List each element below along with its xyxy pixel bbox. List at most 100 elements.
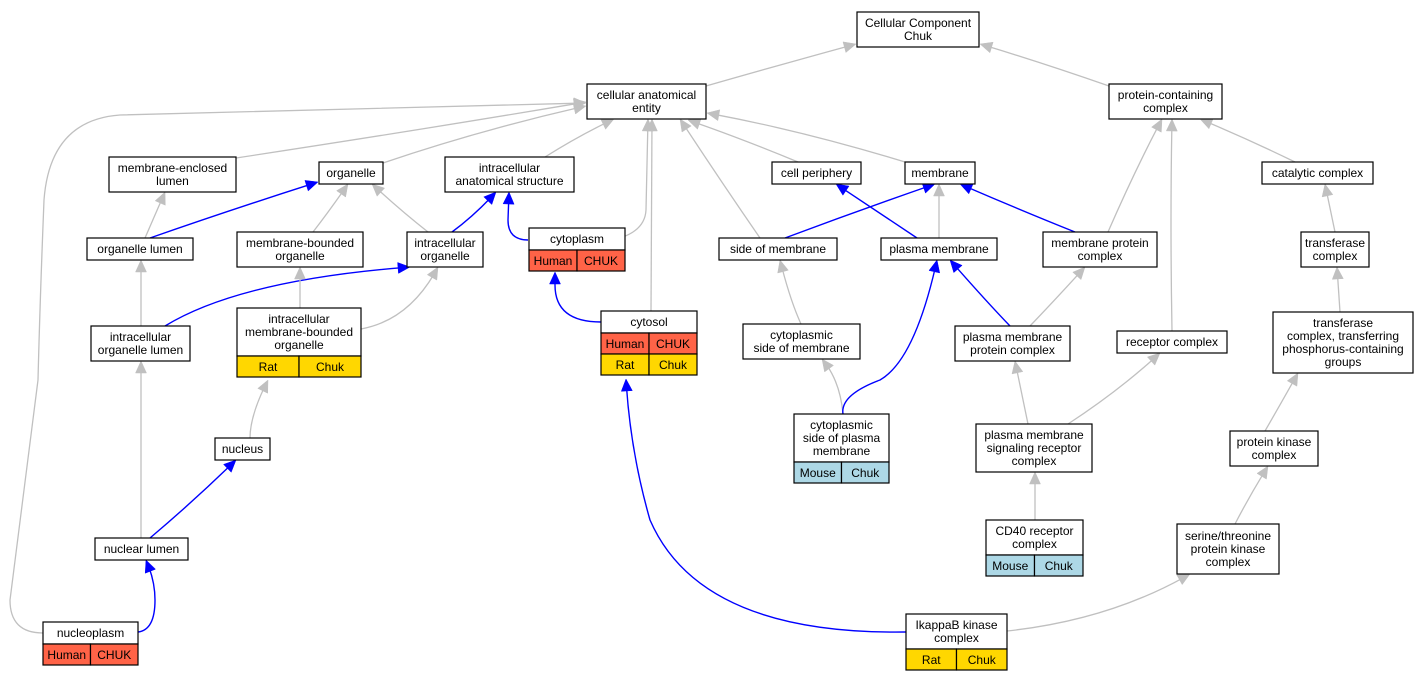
edge-csopm-to-csom — [821, 358, 844, 415]
node-som[interactable]: side of membrane — [718, 237, 838, 261]
edge-catc-to-pcc — [1199, 118, 1296, 163]
arrowhead — [154, 191, 166, 206]
node-label-line: intracellular — [414, 236, 475, 250]
node-box — [1116, 330, 1228, 354]
node-mem[interactable]: membrane — [904, 161, 976, 185]
gene-label: Chuk — [316, 360, 345, 374]
edge-cae-to-cc — [705, 41, 857, 87]
arrowhead — [502, 191, 515, 205]
node-label-line: complex — [1206, 555, 1251, 569]
node-label-line: protein kinase — [1191, 542, 1266, 556]
edge-imbo-to-io — [360, 266, 439, 330]
node-box — [856, 11, 980, 48]
gene-cell — [840, 461, 890, 484]
node-box — [904, 161, 976, 185]
node-box — [742, 323, 861, 360]
node-pm[interactable]: plasma membrane — [880, 237, 998, 261]
edge-pcc-to-cc — [979, 41, 1110, 87]
gene-label: Chuk — [851, 466, 880, 480]
edge-som-to-cae — [679, 118, 761, 239]
arrowhead — [371, 183, 386, 197]
edge-pmpc-to-mpc — [1029, 266, 1086, 327]
node-imbo[interactable]: intracellularmembrane-boundedorganelleRa… — [236, 307, 362, 378]
node-orgl[interactable]: organelle lumen — [86, 237, 194, 261]
node-box — [905, 613, 1008, 650]
gene-label: Chuk — [968, 653, 997, 667]
arrowhead — [336, 183, 349, 198]
gene-label: CHUK — [656, 337, 690, 351]
node-label-line: complex, transferring — [1287, 329, 1399, 343]
node-label-line: membrane — [911, 166, 969, 180]
gene-label: CHUK — [97, 648, 131, 662]
species-label: Rat — [616, 358, 635, 372]
node-box — [1300, 231, 1370, 268]
arrowhead — [620, 378, 633, 392]
node-box — [1042, 231, 1158, 268]
node-label-line: protein-containing — [1118, 88, 1213, 102]
edge-cyto-to-cae — [619, 118, 654, 239]
edge-tcpg-to-tc — [1331, 266, 1344, 313]
arrowhead — [549, 271, 561, 285]
edge-nl-to-nucleus — [149, 459, 237, 539]
edge-pmpc-to-pm — [949, 259, 1011, 327]
node-label-line: organelle lumen — [97, 242, 182, 256]
node-label-line: anatomical structure — [455, 174, 563, 188]
node-org[interactable]: organelle — [318, 161, 384, 185]
arrowhead — [949, 259, 963, 274]
edge-cytosol-to-cyto — [549, 271, 602, 323]
node-catc[interactable]: catalytic complex — [1261, 161, 1374, 185]
node-label-line: organelle — [275, 249, 325, 263]
species-label: Human — [606, 337, 645, 351]
edge-org-to-cae — [382, 102, 587, 164]
arrowhead — [1029, 471, 1041, 485]
edge-mbo-to-org — [312, 183, 349, 233]
node-box — [954, 325, 1071, 362]
node-label-line: nucleus — [222, 442, 263, 456]
node-label-line: complex — [934, 631, 979, 645]
arrowhead — [135, 259, 147, 273]
edge-stpkc-to-pkc — [1234, 465, 1269, 525]
node-box — [236, 307, 362, 357]
node-label-line: lumen — [156, 174, 189, 188]
node-label-line: organelle — [326, 166, 376, 180]
node-box — [1176, 523, 1280, 575]
edge-ias-to-cae — [544, 118, 615, 158]
arrowhead — [397, 262, 411, 274]
edge-iol-to-io — [164, 262, 411, 327]
node-nl[interactable]: nuclear lumen — [94, 537, 189, 561]
node-label-line: groups — [1325, 355, 1362, 369]
arrowhead — [1072, 266, 1086, 281]
arrowhead — [257, 379, 269, 394]
node-rc[interactable]: receptor complex — [1116, 330, 1228, 354]
node-label-line: membrane — [813, 444, 871, 458]
node-label-line: intracellular — [268, 312, 329, 326]
node-box — [108, 156, 237, 193]
edge-pmsrc-to-pmpc — [1011, 360, 1029, 425]
node-box — [1272, 311, 1414, 374]
node-cp[interactable]: cell periphery — [771, 161, 862, 185]
edge-nucleus-to-imbo — [249, 379, 269, 439]
node-nucleus[interactable]: nucleus — [214, 437, 271, 461]
